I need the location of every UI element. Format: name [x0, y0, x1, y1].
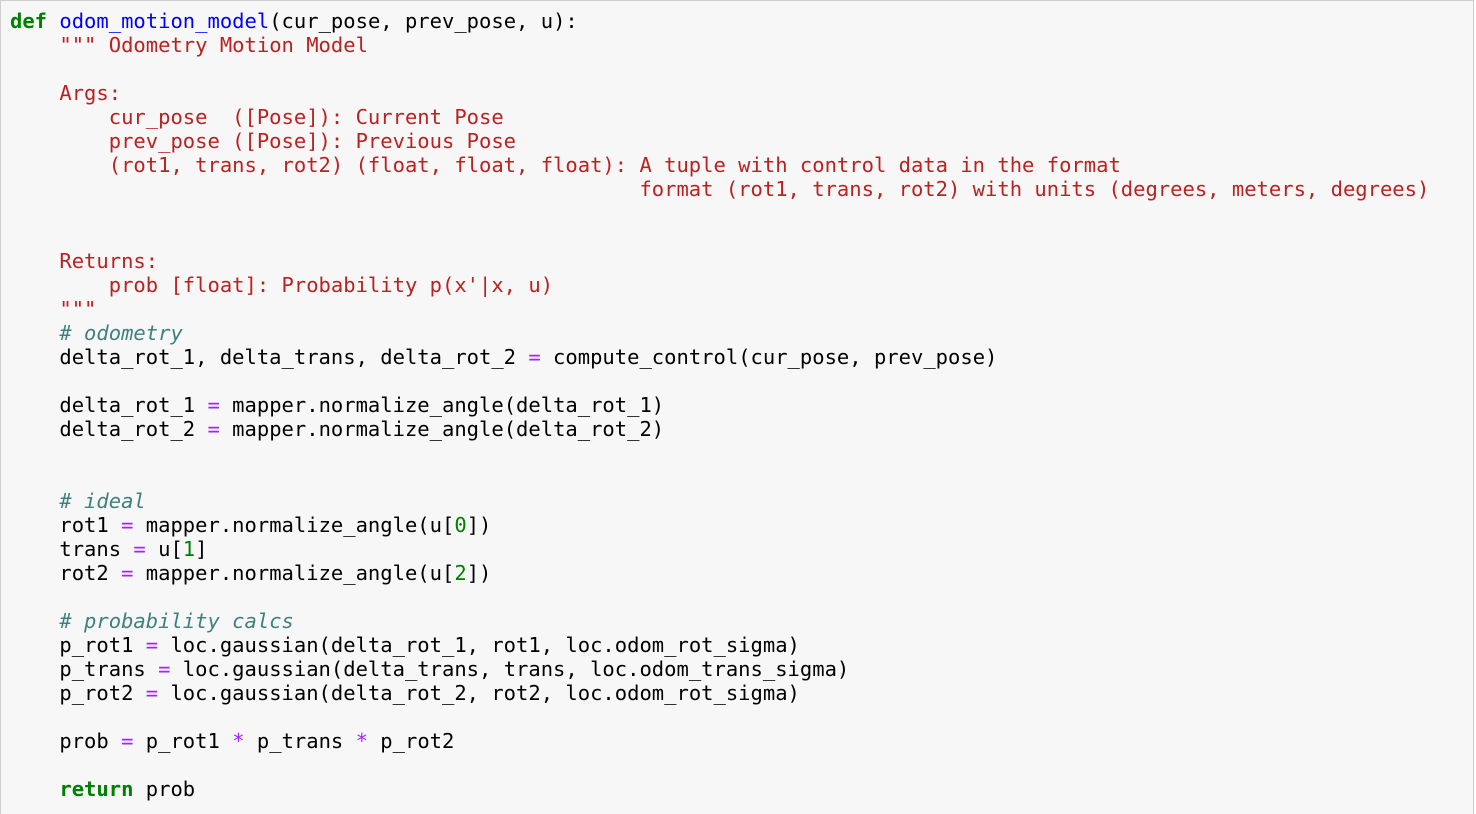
- code-token: [10, 33, 59, 57]
- code-token: ]): [466, 561, 492, 585]
- code-line: """: [10, 297, 1429, 321]
- code-line: prob [float]: Probability p(x'|x, u): [10, 273, 1429, 297]
- keyword-token: def: [10, 9, 48, 33]
- code-token: compute_control(cur_pose, prev_pose): [540, 345, 998, 369]
- number-token: 2: [454, 561, 467, 585]
- code-line: p_rot2 = loc.gaussian(delta_rot_2, rot2,…: [10, 681, 1429, 705]
- code-token: delta_rot_1, delta_trans, delta_rot_2: [10, 345, 529, 369]
- operator-token: =: [158, 657, 171, 681]
- string-token: Returns:: [10, 249, 159, 273]
- code-line: [10, 57, 1429, 81]
- code-token: p_trans: [10, 657, 159, 681]
- code-line: p_trans = loc.gaussian(delta_trans, tran…: [10, 657, 1429, 681]
- code-line: [10, 585, 1429, 609]
- code-token: [47, 9, 59, 33]
- code-token: trans: [10, 537, 134, 561]
- code-line: [10, 369, 1429, 393]
- code-line: p_rot1 = loc.gaussian(delta_rot_1, rot1,…: [10, 633, 1429, 657]
- code-line: rot1 = mapper.normalize_angle(u[0]): [10, 513, 1429, 537]
- code-line: return prob: [10, 777, 1429, 801]
- operator-token: =: [207, 393, 220, 417]
- comment-token: # odometry: [59, 321, 183, 345]
- string-token: prob [float]: Probability p(x'|x, u): [10, 273, 554, 297]
- code-line: [10, 753, 1429, 777]
- code-token: ]): [466, 513, 492, 537]
- operator-token: =: [121, 561, 134, 585]
- code-token: [10, 777, 59, 801]
- code-line: Returns:: [10, 249, 1429, 273]
- code-token: [10, 321, 59, 345]
- code-line: delta_rot_1, delta_trans, delta_rot_2 = …: [10, 345, 1429, 369]
- string-token: format (rot1, trans, rot2) with units (d…: [10, 177, 1430, 201]
- code-line: [10, 705, 1429, 729]
- operator-token: =: [145, 681, 159, 705]
- operator-token: =: [121, 729, 134, 753]
- code-token: ]: [195, 537, 208, 561]
- code-line: rot2 = mapper.normalize_angle(u[2]): [10, 561, 1429, 585]
- code-line: # odometry: [10, 321, 1429, 345]
- string-token: """ Odometry Motion Model: [59, 33, 368, 57]
- function-name-token: odom_motion_model: [59, 9, 270, 33]
- code-token: mapper.normalize_angle(u[: [133, 513, 455, 537]
- number-token: 1: [182, 537, 196, 561]
- string-token: cur_pose ([Pose]): Current Pose: [10, 105, 504, 129]
- comment-token: # probability calcs: [59, 609, 294, 633]
- code-token: p_rot1: [10, 633, 146, 657]
- operator-token: =: [133, 537, 146, 561]
- code-line: trans = u[1]: [10, 537, 1429, 561]
- code-token: mapper.normalize_angle(delta_rot_2): [219, 417, 665, 441]
- code-line: (rot1, trans, rot2) (float, float, float…: [10, 153, 1429, 177]
- code-line: [10, 225, 1429, 249]
- code-token: loc.gaussian(delta_trans, trans, loc.odo…: [170, 657, 850, 681]
- code-line: [10, 201, 1429, 225]
- code-token: mapper.normalize_angle(u[: [133, 561, 455, 585]
- string-token: Args:: [10, 81, 122, 105]
- code-line: [10, 441, 1429, 465]
- code-line: # ideal: [10, 489, 1429, 513]
- string-token: (rot1, trans, rot2) (float, float, float…: [10, 153, 1121, 177]
- string-token: prev_pose ([Pose]): Previous Pose: [10, 129, 517, 153]
- code-line: def odom_motion_model(cur_pose, prev_pos…: [10, 9, 1429, 33]
- operator-token: =: [207, 417, 220, 441]
- code-line: delta_rot_1 = mapper.normalize_angle(del…: [10, 393, 1429, 417]
- code-token: [10, 609, 59, 633]
- keyword-token: return: [59, 777, 134, 801]
- operator-token: *: [232, 729, 245, 753]
- code-token: mapper.normalize_angle(delta_rot_1): [219, 393, 665, 417]
- code-line: cur_pose ([Pose]): Current Pose: [10, 105, 1429, 129]
- comment-token: # ideal: [59, 489, 146, 513]
- code-token: rot2: [10, 561, 122, 585]
- code-token: u[: [145, 537, 183, 561]
- code-token: p_rot1: [133, 729, 233, 753]
- code-token: loc.gaussian(delta_rot_1, rot1, loc.odom…: [158, 633, 800, 657]
- string-token: """: [10, 297, 97, 321]
- code-line: """ Odometry Motion Model: [10, 33, 1429, 57]
- code-line: delta_rot_2 = mapper.normalize_angle(del…: [10, 417, 1429, 441]
- code-editor[interactable]: def odom_motion_model(cur_pose, prev_pos…: [10, 9, 1429, 801]
- code-token: delta_rot_1: [10, 393, 208, 417]
- code-token: prob: [10, 729, 122, 753]
- operator-token: =: [145, 633, 159, 657]
- code-token: prob: [133, 777, 196, 801]
- code-line: prev_pose ([Pose]): Previous Pose: [10, 129, 1429, 153]
- code-line: [10, 465, 1429, 489]
- operator-token: *: [355, 729, 368, 753]
- code-token: p_rot2: [367, 729, 455, 753]
- code-token: (cur_pose, prev_pose, u):: [269, 9, 578, 33]
- number-token: 0: [454, 513, 467, 537]
- operator-token: =: [121, 513, 134, 537]
- code-token: rot1: [10, 513, 122, 537]
- code-line: prob = p_rot1 * p_trans * p_rot2: [10, 729, 1429, 753]
- code-token: [10, 489, 59, 513]
- code-token: loc.gaussian(delta_rot_2, rot2, loc.odom…: [158, 681, 800, 705]
- operator-token: =: [528, 345, 541, 369]
- code-line: # probability calcs: [10, 609, 1429, 633]
- code-line: format (rot1, trans, rot2) with units (d…: [10, 177, 1429, 201]
- code-line: Args:: [10, 81, 1429, 105]
- code-token: p_rot2: [10, 681, 146, 705]
- code-token: delta_rot_2: [10, 417, 208, 441]
- code-token: p_trans: [244, 729, 356, 753]
